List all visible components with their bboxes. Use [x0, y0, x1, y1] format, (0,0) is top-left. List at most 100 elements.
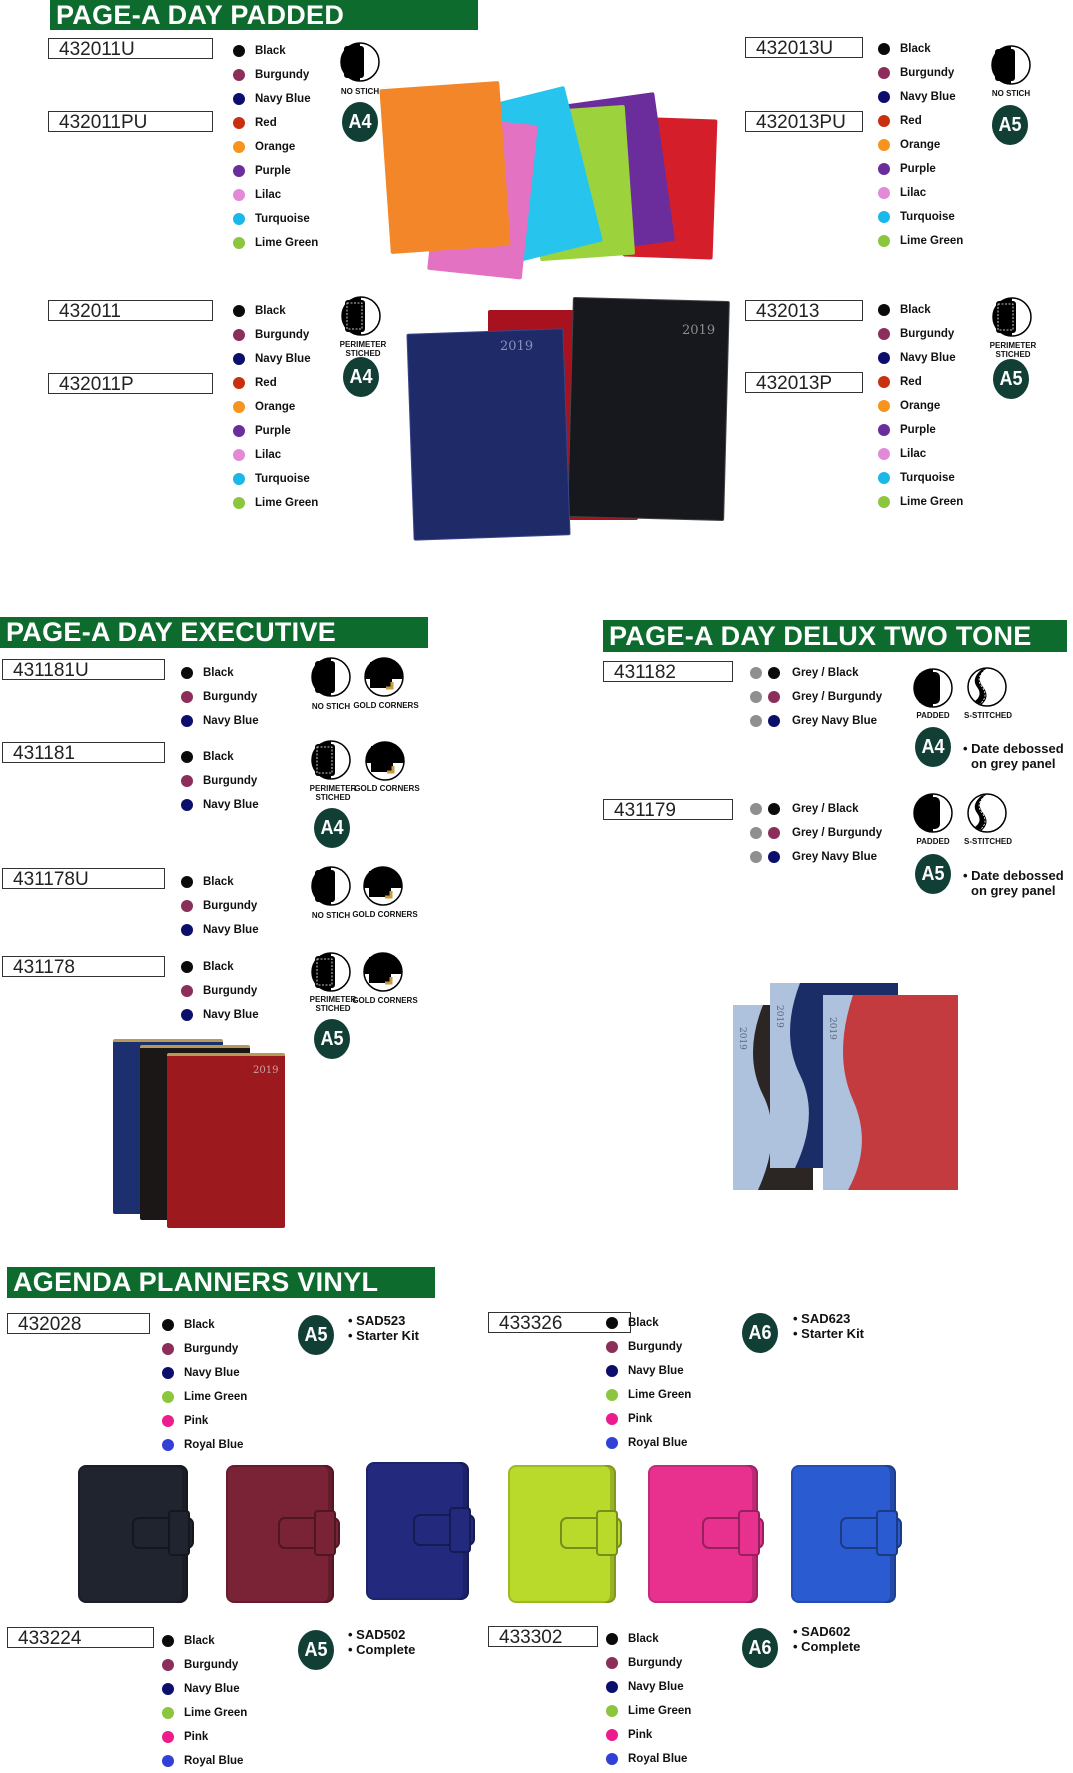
color-swatch: [606, 1389, 618, 1401]
color-swatch: [181, 799, 193, 811]
gold-corner-icon: [365, 741, 405, 781]
size-badge: A6: [742, 1628, 778, 1668]
color-swatch: [181, 1009, 193, 1021]
color-swatch: [768, 851, 780, 863]
feature-line: • Starter Kit: [348, 1328, 420, 1343]
planner-product: [508, 1465, 622, 1603]
color-option: Black: [606, 1627, 691, 1651]
spine-year: 2019: [774, 1005, 784, 1028]
color-name: Orange: [255, 141, 296, 153]
two-tone-name: Grey / Burgundy: [792, 827, 883, 839]
size-badge: A5: [915, 854, 951, 894]
two-tone-option: Grey / Black: [750, 661, 882, 685]
feature-line: • SAD602: [793, 1624, 851, 1639]
section-title-agenda: AGENDA PLANNERS VINYL: [7, 1267, 435, 1298]
s-stitch-label: S-STITCHED: [964, 837, 1012, 846]
color-swatch: [878, 424, 890, 436]
color-option: Burgundy: [181, 894, 259, 918]
product-code: 431181: [2, 742, 165, 764]
feature-bullets: • SAD602 • Complete: [793, 1624, 860, 1654]
s-stitch-label: S-STITCHED: [964, 711, 1012, 720]
color-name: Lilac: [255, 449, 282, 461]
two-tone-name: Grey Navy Blue: [792, 851, 878, 863]
product-code: 431182: [603, 661, 733, 683]
corner-label: GOLD CORNERS: [352, 910, 418, 919]
color-swatch: [878, 496, 890, 508]
color-name: Black: [203, 961, 234, 973]
color-swatch: [233, 117, 245, 129]
color-option: Navy Blue: [233, 347, 318, 371]
color-option: Lime Green: [233, 491, 318, 515]
color-swatch: [606, 1633, 618, 1645]
color-swatch: [878, 376, 890, 388]
color-name: Navy Blue: [184, 1367, 240, 1379]
stitch-label: NO STICH: [311, 911, 351, 920]
color-swatch: [162, 1391, 174, 1403]
color-name: Red: [900, 376, 922, 388]
product-code: 432011PU: [48, 111, 213, 133]
color-name: Lime Green: [255, 237, 319, 249]
two-tone-option: Grey / Black: [750, 797, 882, 821]
color-option: Red: [878, 109, 963, 133]
color-swatch: [768, 715, 780, 727]
product-code: 432011U: [48, 38, 213, 60]
diary-orange: [379, 81, 511, 254]
color-name: Navy Blue: [203, 799, 259, 811]
color-option: Lime Green: [233, 231, 318, 255]
color-swatch: [606, 1365, 618, 1377]
size-badge: A5: [298, 1630, 334, 1670]
color-option: Lime Green: [606, 1383, 691, 1407]
color-name: Lime Green: [628, 1705, 692, 1717]
color-swatch: [162, 1415, 174, 1427]
color-option: Burgundy: [606, 1651, 691, 1675]
color-option: Burgundy: [162, 1337, 247, 1361]
perimeter-stitch-icon: [992, 297, 1032, 337]
color-name: Purple: [255, 425, 291, 437]
planner-strap-loop: [738, 1510, 760, 1556]
color-option: Royal Blue: [162, 1749, 247, 1773]
color-name: Red: [255, 377, 277, 389]
color-name: Lilac: [900, 448, 927, 460]
color-swatch: [162, 1707, 174, 1719]
color-option: Red: [233, 111, 318, 135]
color-swatch: [878, 163, 890, 175]
color-swatch: [878, 448, 890, 460]
color-swatch: [878, 187, 890, 199]
two-tone-option: Grey / Burgundy: [750, 821, 882, 845]
color-option: Black: [181, 745, 259, 769]
color-swatch: [878, 472, 890, 484]
color-swatch: [768, 827, 780, 839]
planner-strap-loop: [314, 1510, 336, 1556]
product-code: 431181U: [2, 659, 165, 681]
color-option: Lilac: [878, 442, 963, 466]
color-name: Lime Green: [255, 497, 319, 509]
planner-product: [366, 1462, 475, 1600]
grey-swatch: [750, 803, 762, 815]
color-option: Pink: [606, 1407, 691, 1431]
planner-product: [791, 1465, 902, 1603]
color-name: Burgundy: [255, 69, 310, 81]
color-option: Lilac: [233, 183, 318, 207]
color-option: Navy Blue: [878, 346, 963, 370]
color-option: Black: [181, 955, 259, 979]
padded-diaries-photo: [379, 80, 730, 280]
color-swatch: [768, 803, 780, 815]
color-swatch: [233, 473, 245, 485]
color-name: Lilac: [900, 187, 927, 199]
color-name: Black: [203, 751, 234, 763]
feature-line: • Complete: [348, 1642, 416, 1657]
color-option: Black: [181, 870, 259, 894]
color-swatch: [878, 352, 890, 364]
year-deboss: 2019: [253, 1065, 279, 1076]
perimeter-diaries-photo: 2019 2019: [400, 295, 730, 545]
color-swatch: [181, 667, 193, 679]
color-name: Orange: [255, 401, 296, 413]
color-option: Navy Blue: [878, 85, 963, 109]
color-name: Burgundy: [203, 900, 258, 912]
two-tone-option: Grey Navy Blue: [750, 845, 882, 869]
color-option: Navy Blue: [181, 793, 259, 817]
spine-year: 2019: [737, 1027, 747, 1050]
feature-bullets: • SAD623 • Starter Kit: [793, 1311, 864, 1341]
